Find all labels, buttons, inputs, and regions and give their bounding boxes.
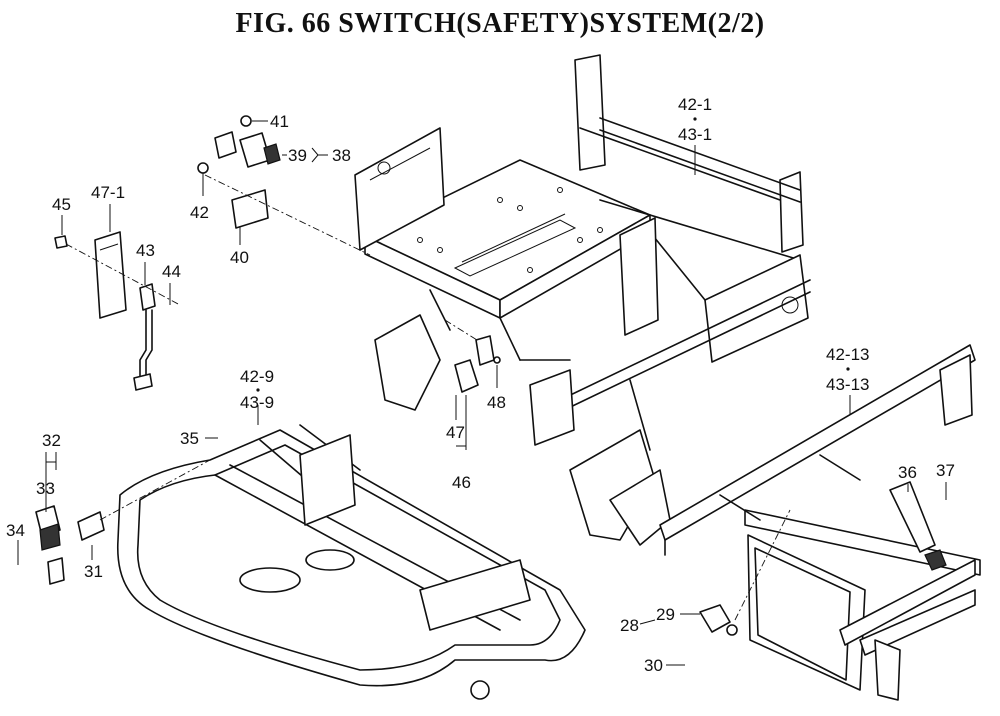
callout-43-13: 43-13 xyxy=(826,375,869,394)
callout-29: 29 xyxy=(656,605,675,624)
callout-43: 43 xyxy=(136,241,155,260)
callout-42-13: 42-13 xyxy=(826,345,869,364)
callout-34: 34 xyxy=(6,521,25,540)
front-frame-assembly xyxy=(35,424,586,700)
callout-47-1: 47-1 xyxy=(91,183,125,202)
callout-33: 33 xyxy=(36,479,55,498)
callout-45: 45 xyxy=(52,195,71,214)
seat-frame-assembly xyxy=(354,54,811,546)
callout-43-1: 43-1 xyxy=(678,125,712,144)
callout-dot xyxy=(693,117,697,121)
callout-47: 47 xyxy=(446,423,465,442)
callout-dot xyxy=(846,367,850,371)
callout-35: 35 xyxy=(180,429,199,448)
switch-parts-upper xyxy=(197,115,501,393)
callout-36: 36 xyxy=(898,463,917,482)
callout-31: 31 xyxy=(84,562,103,581)
callout-30: 30 xyxy=(644,656,663,675)
right-frame-assembly xyxy=(659,344,981,701)
callout-39: 39 xyxy=(288,146,307,165)
callout-28: 28 xyxy=(620,616,639,635)
callout-dot xyxy=(256,388,260,392)
callout-42-9: 42-9 xyxy=(240,367,274,386)
callout-46: 46 xyxy=(452,473,471,492)
callout-42: 42 xyxy=(190,203,209,222)
switch-bracket-upper-left xyxy=(54,231,181,391)
figure-title: FIG. 66 SWITCH(SAFETY)SYSTEM(2/2) xyxy=(235,8,765,39)
callout-48: 48 xyxy=(487,393,506,412)
leader-lines xyxy=(17,120,947,666)
callout-42-1: 42-1 xyxy=(678,95,712,114)
callout-32: 32 xyxy=(42,431,61,450)
callout-37: 37 xyxy=(936,461,955,480)
callout-labels: 41 39 38 42 40 45 47-1 43 44 42-1 43-1 4… xyxy=(6,95,955,675)
callout-44: 44 xyxy=(162,262,181,281)
callout-40: 40 xyxy=(230,248,249,267)
callout-38: 38 xyxy=(332,146,351,165)
callout-43-9: 43-9 xyxy=(240,393,274,412)
callout-41: 41 xyxy=(270,112,289,131)
